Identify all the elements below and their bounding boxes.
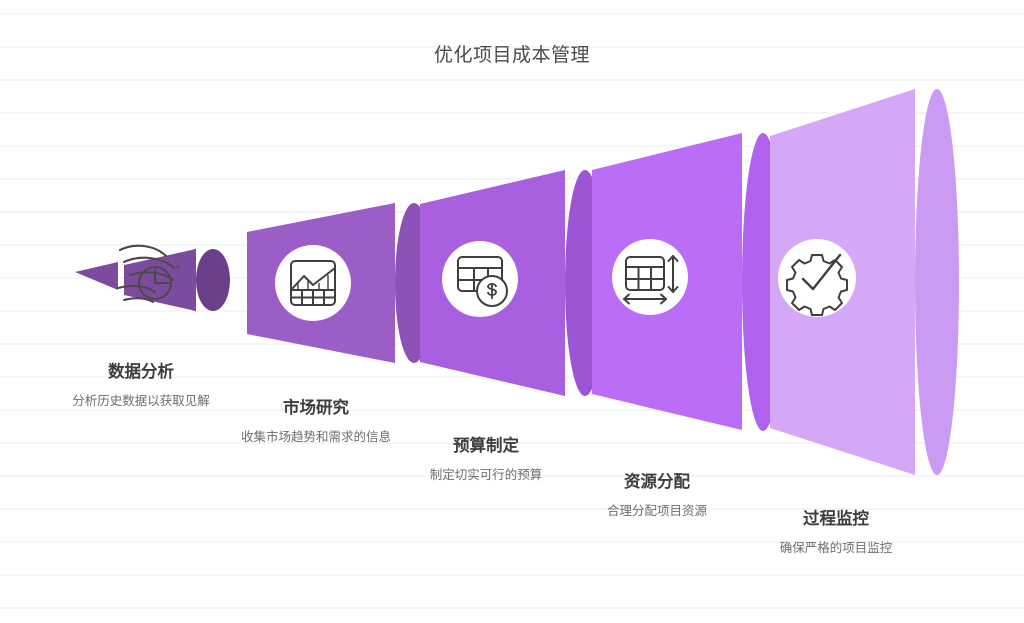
funnel-stage-3[interactable] [420,170,605,396]
stage-label-2: 市场研究 收集市场趋势和需求的信息 [216,398,416,448]
stage-title-4: 资源分配 [624,473,690,491]
stage-title-1: 数据分析 [108,363,174,381]
funnel-stage-2[interactable] [247,203,433,363]
chart-table-icon [290,260,336,306]
stage-desc-5: 确保严格的项目监控 [779,541,893,556]
funnel-entry-arrow [75,262,118,290]
stage-title-3: 预算制定 [453,437,519,455]
stage-2-icon-badge [275,245,351,321]
stage-desc-4: 合理分配项目资源 [606,504,707,519]
gear-check-icon [786,253,848,316]
stage-title-5: 过程监控 [803,510,869,528]
stage-label-3: 预算制定 制定切实可行的预算 [386,436,586,486]
speed-clock-icon [116,244,180,304]
funnel-stage-5[interactable] [770,89,959,475]
table-resize-icon [623,255,679,305]
stage-desc-3: 制定切实可行的预算 [429,468,543,483]
stage-desc-2: 收集市场趋势和需求的信息 [240,430,391,445]
stage-label-4: 资源分配 合理分配项目资源 [557,472,757,522]
page-title: 优化项目成本管理 [433,45,590,66]
stage-label-1: 数据分析 分析历史数据以获取见解 [41,362,241,412]
funnel-stage-1[interactable] [124,249,230,311]
stage-desc-1: 分析历史数据以获取见解 [72,394,210,409]
stage-label-5: 过程监控 确保严格的项目监控 [736,509,936,559]
funnel-stage-4[interactable] [592,133,784,431]
stage-5-icon-badge [778,239,856,317]
stage-title-2: 市场研究 [283,399,349,417]
table-dollar-icon [457,256,508,307]
